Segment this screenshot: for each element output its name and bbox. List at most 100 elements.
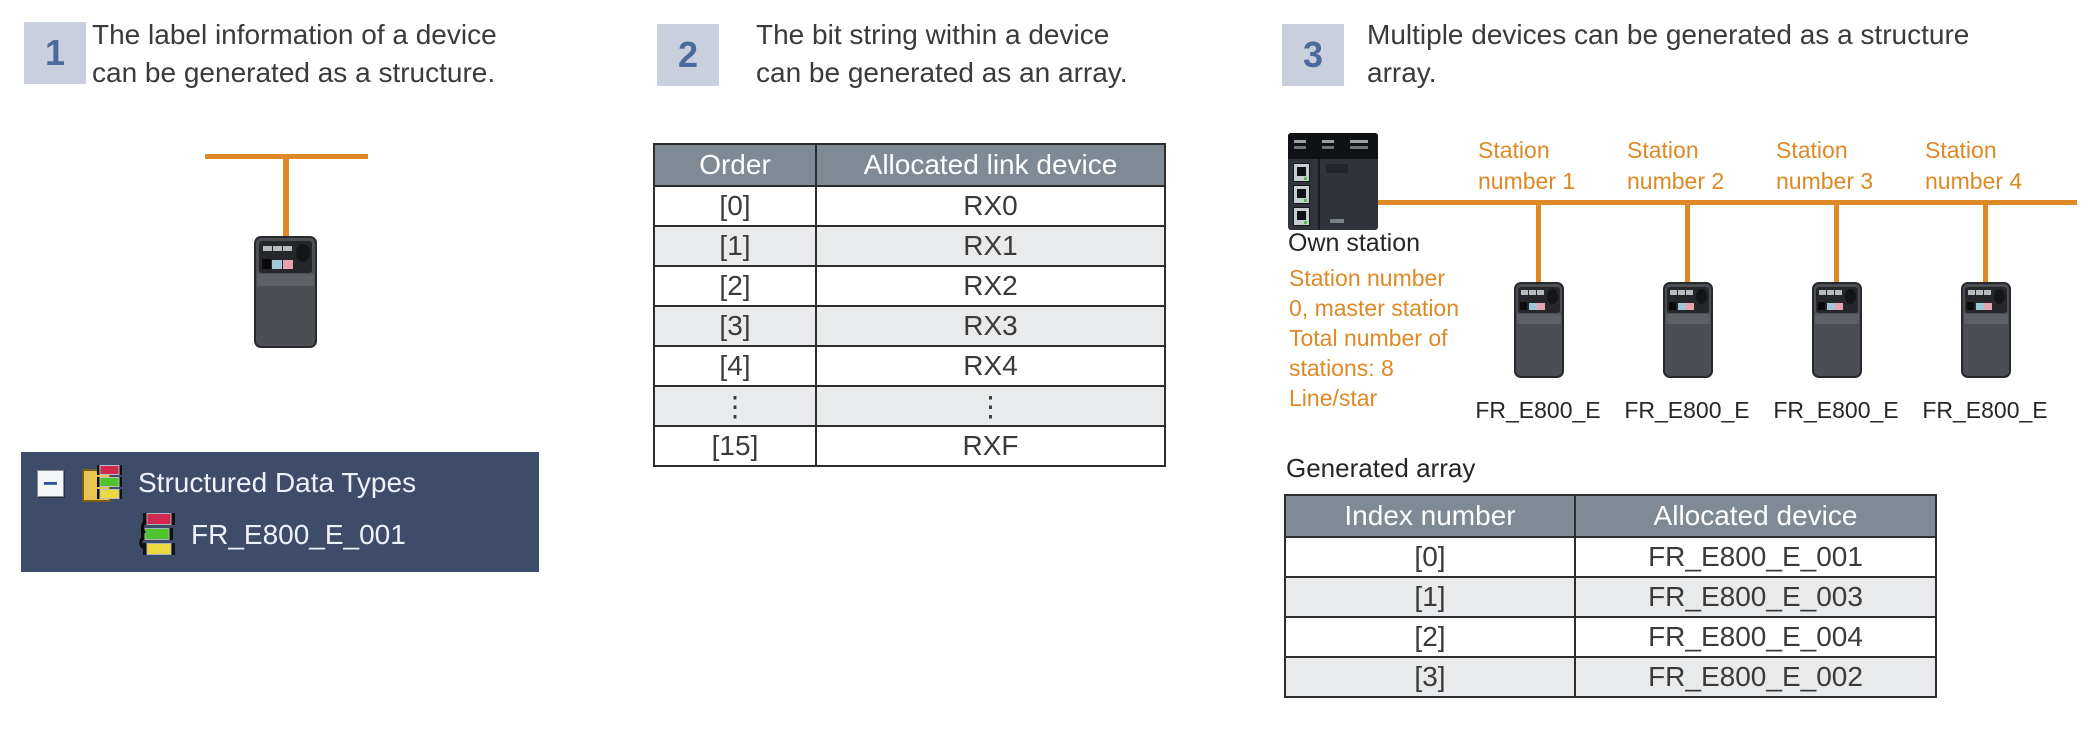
cell-link-device: RX3 <box>815 305 1166 347</box>
device-vent <box>1976 290 1984 296</box>
table-row: [3] FR_E800_E_002 <box>1284 656 1937 698</box>
station-label-2: Station number 2 <box>1627 135 1724 197</box>
plc-ethernet-port <box>1293 207 1310 226</box>
device-terminal-block <box>1967 302 1975 311</box>
device-button-pink <box>1686 302 1695 311</box>
section2-heading: The bit string within a device can be ge… <box>756 16 1128 92</box>
device-name-label-3: FR_E800_E <box>1773 397 1899 423</box>
network-bus-line-s1 <box>205 154 368 159</box>
own-station-label: Own station <box>1288 229 1421 257</box>
cell-order: [1] <box>653 225 817 267</box>
plc-ethernet-port <box>1293 185 1310 204</box>
device-button-pink <box>1537 302 1546 311</box>
table-row: [0] RX0 <box>653 185 1166 227</box>
station-label-line1: Station <box>1627 137 1699 163</box>
station-label-4: Station number 4 <box>1925 135 2022 197</box>
inverter-device-s1 <box>254 236 317 348</box>
plc-marking <box>1322 140 1334 143</box>
table-header-row: Order Allocated link device <box>653 143 1166 187</box>
device-vent <box>1819 290 1827 296</box>
device-band <box>1814 314 1860 325</box>
structured-data-types-tree-panel: − Structured Data Types <box>21 452 539 572</box>
table-row: [2] FR_E800_E_004 <box>1284 616 1937 658</box>
station-label-line2: number 4 <box>1925 168 2023 194</box>
device-vent <box>1521 290 1529 296</box>
station-label-1: Station number 1 <box>1478 135 1575 197</box>
cell-order: [15] <box>653 425 817 467</box>
plc-module <box>1288 133 1378 230</box>
cell-link-device: RXF <box>815 425 1166 467</box>
table-row: [1] RX1 <box>653 225 1166 267</box>
section1-heading: The label information of a device can be… <box>92 16 497 92</box>
cell-allocated-device: FR_E800_E_004 <box>1574 616 1937 658</box>
device-name-label-1: FR_E800_E <box>1475 397 1601 423</box>
device-dial-icon <box>1696 289 1708 305</box>
device-button-pink <box>1835 302 1844 311</box>
device-button-blue <box>272 260 283 269</box>
station-label-line2: number 2 <box>1627 168 1725 194</box>
cell-link-device: RX2 <box>815 265 1166 307</box>
device-vent <box>1834 290 1842 296</box>
device-vent <box>262 245 272 252</box>
column-header-allocated-link-device: Allocated link device <box>815 143 1166 187</box>
station-label-3: Station number 3 <box>1776 135 1873 197</box>
network-drop-line-s1 <box>283 157 289 237</box>
device-front-panel <box>1816 286 1858 314</box>
device-button-blue <box>1528 302 1537 311</box>
table-row: [2] RX2 <box>653 265 1166 307</box>
device-vent <box>1983 290 1991 296</box>
device-button-blue <box>1975 302 1984 311</box>
inverter-device-1 <box>1514 282 1564 378</box>
column-header-order: Order <box>653 143 817 187</box>
cell-allocated-device: FR_E800_E_002 <box>1574 656 1937 698</box>
device-dial-icon <box>1547 289 1559 305</box>
device-vent <box>1536 290 1544 296</box>
master-station-info: Station number 0, master station Total n… <box>1289 263 1459 413</box>
device-button-pink <box>1984 302 1993 311</box>
section1-heading-line2: can be generated as a structure. <box>92 57 496 88</box>
network-bus-line-s3 <box>1372 200 2077 205</box>
device-name-label-4: FR_E800_E <box>1922 397 2048 423</box>
cell-index: [3] <box>1284 656 1576 698</box>
section1-number-badge: 1 <box>24 22 86 84</box>
device-vent <box>1685 290 1693 296</box>
network-drop-line-3 <box>1834 203 1839 283</box>
cell-order: [0] <box>653 185 817 227</box>
section2-heading-line1: The bit string within a device <box>756 19 1110 50</box>
device-front-panel <box>1667 286 1709 314</box>
inverter-device-3 <box>1812 282 1862 378</box>
section1-heading-line1: The label information of a device <box>92 19 497 50</box>
plc-marking <box>1350 140 1368 143</box>
bit-string-array-table: Order Allocated link device [0] RX0 [1] … <box>653 143 1166 467</box>
master-info-line: Line/star <box>1289 385 1378 411</box>
tree-item-label: Structured Data Types <box>138 467 417 498</box>
cell-ellipsis: ⋮ <box>653 385 817 427</box>
cell-index: [2] <box>1284 616 1576 658</box>
table-row: [3] RX3 <box>653 305 1166 347</box>
device-band <box>1516 314 1562 325</box>
tree-item-structured-data-types[interactable]: − Structured Data Types <box>37 460 416 506</box>
generated-array-table: Index number Allocated device [0] FR_E80… <box>1284 494 1937 698</box>
inverter-device-4 <box>1961 282 2011 378</box>
tree-item-fr-e800-e-001[interactable]: FR_E800_E_001 <box>139 510 406 560</box>
plc-notch <box>1326 164 1348 173</box>
structure-blocks-icon <box>139 513 175 555</box>
cell-order: [4] <box>653 345 817 387</box>
station-label-line2: number 3 <box>1776 168 1874 194</box>
device-button-blue <box>1826 302 1835 311</box>
device-terminal-block <box>1669 302 1677 311</box>
tree-item-label: FR_E800_E_001 <box>191 519 406 550</box>
collapse-minus-icon[interactable]: − <box>37 469 64 497</box>
station-label-line1: Station <box>1925 137 1997 163</box>
station-label-line2: number 1 <box>1478 168 1576 194</box>
cell-link-device: RX0 <box>815 185 1166 227</box>
device-dial-icon <box>1994 289 2006 305</box>
structured-data-types-folder-icon <box>82 465 122 502</box>
generated-array-title: Generated array <box>1286 453 1476 483</box>
device-band <box>1665 314 1711 325</box>
device-vent <box>1968 290 1976 296</box>
table-row-ellipsis: ⋮ ⋮ <box>653 385 1166 427</box>
device-terminal-block <box>1520 302 1528 311</box>
master-info-line: stations: 8 <box>1289 355 1394 381</box>
device-vent <box>1529 290 1537 296</box>
